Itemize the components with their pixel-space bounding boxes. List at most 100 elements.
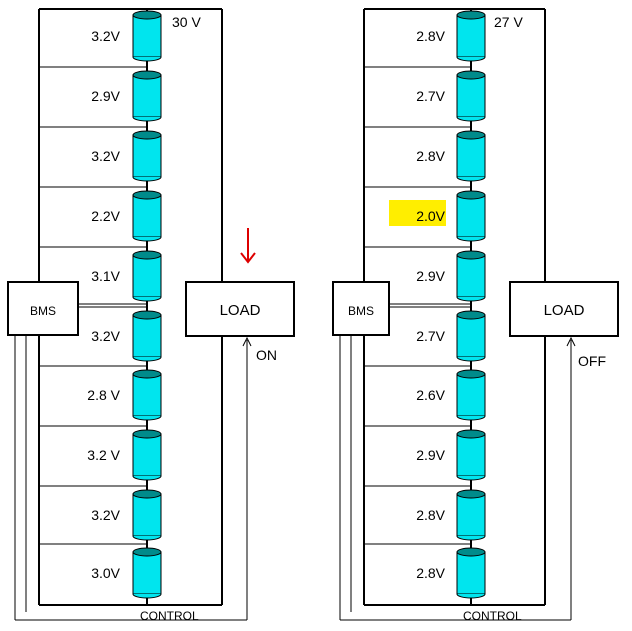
total-voltage-label: 30 V <box>172 14 201 30</box>
battery-cell: 3.2 V <box>87 429 162 481</box>
bms-label: BMS <box>348 304 374 318</box>
battery-cell: 2.6V <box>416 369 486 421</box>
cell-top-cap <box>132 190 162 200</box>
switch-state-label: ON <box>256 347 277 363</box>
cell-voltage-label: 2.6V <box>416 387 445 403</box>
cell-body <box>132 493 162 537</box>
battery-cell: 2.8V <box>416 547 486 599</box>
cell-voltage-label: 3.2V <box>91 28 120 44</box>
cell-body <box>456 254 486 298</box>
battery-cell: 3.0V <box>91 547 162 599</box>
cell-voltage-label: 3.2 V <box>87 447 120 463</box>
cell-body <box>132 433 162 477</box>
cell-bottom-cap <box>456 356 486 362</box>
cell-bottom-cap <box>132 475 162 481</box>
cell-bottom-cap <box>456 475 486 481</box>
cell-top-cap <box>132 369 162 379</box>
load-box <box>185 281 295 337</box>
cell-bottom-cap <box>132 56 162 62</box>
cell-top-cap <box>132 70 162 80</box>
cell-voltage-label: 2.7V <box>416 328 445 344</box>
cell-voltage-label: 2.8V <box>416 507 445 523</box>
battery-cell: 2.7V <box>416 70 486 122</box>
battery-cell: 3.2V <box>91 130 162 182</box>
cell-top-cap <box>132 310 162 320</box>
load-box <box>509 281 619 337</box>
battery-cell: 2.8V <box>416 10 486 62</box>
cell-voltage-label: 3.2V <box>91 507 120 523</box>
cell-body <box>456 134 486 178</box>
cell-bottom-cap <box>132 296 162 302</box>
battery-cell: 3.1V <box>91 250 162 302</box>
cell-top-cap <box>132 547 162 557</box>
cell-bottom-cap <box>132 415 162 421</box>
cell-voltage-label: 2.8V <box>416 565 445 581</box>
cell-voltage-label: 2.0V <box>416 208 445 224</box>
cell-body <box>456 74 486 118</box>
cell-bottom-cap <box>132 356 162 362</box>
cell-voltage-label: 2.7V <box>416 88 445 104</box>
down-arrow-icon <box>240 228 256 264</box>
cell-bottom-cap <box>132 593 162 599</box>
cell-top-cap <box>132 10 162 20</box>
load-label: LOAD <box>220 302 261 319</box>
cell-voltage-label: 2.9V <box>416 268 445 284</box>
cell-bottom-cap <box>132 116 162 122</box>
cell-voltage-label: 3.2V <box>91 148 120 164</box>
cell-body <box>132 134 162 178</box>
battery-cell: 2.8V <box>416 130 486 182</box>
cell-voltage-label: 2.2V <box>91 208 120 224</box>
cell-bottom-cap <box>456 535 486 541</box>
cell-body <box>132 14 162 58</box>
cell-voltage-label: 2.9V <box>416 447 445 463</box>
battery-cell: 2.8 V <box>87 369 162 421</box>
cell-body <box>132 194 162 238</box>
cell-top-cap <box>132 130 162 140</box>
cell-top-cap <box>456 190 486 200</box>
cell-top-cap <box>456 130 486 140</box>
cell-top-cap <box>132 489 162 499</box>
cell-bottom-cap <box>456 176 486 182</box>
total-voltage-label: 27 V <box>494 14 523 30</box>
cell-voltage-label: 2.8 V <box>87 387 120 403</box>
cell-body <box>132 373 162 417</box>
cell-top-cap <box>132 250 162 260</box>
bms-label: BMS <box>30 304 56 318</box>
cell-body <box>456 14 486 58</box>
control-arrowhead <box>242 336 252 347</box>
battery-cell: 2.9V <box>91 70 162 122</box>
cell-voltage-label: 3.0V <box>91 565 120 581</box>
cell-bottom-cap <box>456 415 486 421</box>
battery-cell: 2.8V <box>416 489 486 541</box>
battery-cell: 2.9V <box>416 429 486 481</box>
cell-top-cap <box>456 70 486 80</box>
cell-bottom-cap <box>456 116 486 122</box>
battery-cell: 3.2V <box>91 10 162 62</box>
cell-voltage-label: 2.9V <box>91 88 120 104</box>
cell-voltage-label: 3.2V <box>91 328 120 344</box>
cell-top-cap <box>456 310 486 320</box>
cell-body <box>456 493 486 537</box>
cell-body <box>132 314 162 358</box>
panel-left: 3.2V 2.9V 3.2V 2.2V 3.1V 3.2V 2.8 V 3.2 V 3.2V 3.… <box>7 8 295 623</box>
cell-bottom-cap <box>456 236 486 242</box>
cell-top-cap <box>456 369 486 379</box>
cell-top-cap <box>456 250 486 260</box>
cell-body <box>456 194 486 238</box>
panel-right: 2.8V 2.7V 2.8V 2.0V 2.9V 2.7V 2.6V 2.9V 2.8V 2.8V… <box>332 8 619 623</box>
cell-bottom-cap <box>456 56 486 62</box>
cell-top-cap <box>456 547 486 557</box>
cell-top-cap <box>456 489 486 499</box>
cell-body <box>456 433 486 477</box>
cell-body <box>132 551 162 595</box>
cell-body <box>456 551 486 595</box>
cell-top-cap <box>456 429 486 439</box>
battery-cell: 3.2V <box>91 489 162 541</box>
battery-cell: 2.7V <box>416 310 486 362</box>
cell-body <box>456 373 486 417</box>
battery-cell: 2.0V <box>389 190 486 242</box>
control-label: CONTROL <box>140 609 199 623</box>
cell-bottom-cap <box>132 176 162 182</box>
